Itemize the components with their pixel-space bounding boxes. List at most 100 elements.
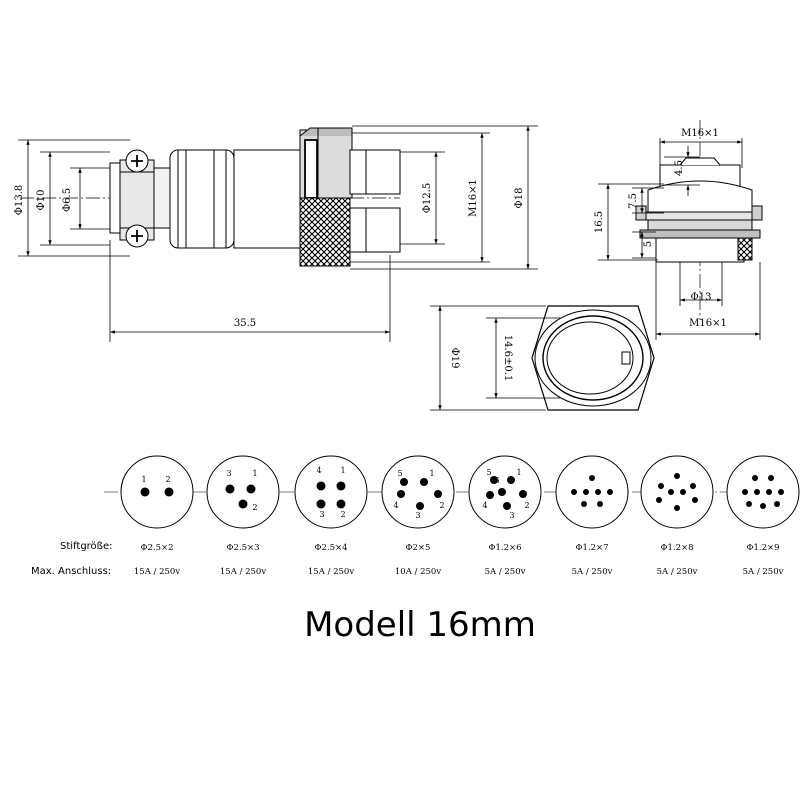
pin-number: 3 [509,511,514,520]
pin-dot [692,497,698,503]
pin-number: 5 [486,468,491,477]
pinout-outline [640,455,714,529]
pin-dot [595,489,601,495]
socket-front-dim-texts: Φ19 14.6±0.1 [449,335,513,382]
pin-dot [490,476,498,484]
pin-dot [778,489,784,495]
dim-d6-5: Φ6.5 [62,188,73,212]
pin-dot [164,487,174,497]
pin-dot [571,489,577,495]
dim-d10: Φ10 [36,190,47,211]
pin-dot [583,489,589,495]
dim-4-5: 4.5 [674,160,685,176]
pin-dot [416,502,424,510]
pin-dot [656,497,662,503]
pinout-outline [120,455,194,529]
pin-dot [766,489,772,495]
plug-dimensions [18,125,538,342]
pin-dot [507,476,515,484]
pin-size-value: Φ2.5×2 [140,543,174,553]
pin-dot [498,488,506,496]
rating-value: 5A / 250v [656,567,698,577]
pin-dot [607,489,613,495]
pin-dot [742,489,748,495]
pin-number: 3 [319,510,324,519]
pin-dot [658,483,664,489]
pin-dot [589,475,595,481]
pin-dot [581,501,587,507]
rating-value: 5A / 250v [484,567,526,577]
pin-dot [674,505,680,511]
pin-dot [746,501,752,507]
dim-d13-8: Φ13.8 [14,185,25,215]
pin-dot [400,478,408,486]
pin-size-value: Φ1.2×9 [746,543,780,553]
pin-dot [316,481,326,491]
pin-number: 1 [252,469,257,478]
pin-size-value: Φ1.2×7 [575,543,609,553]
pin-dot [336,481,346,491]
dim-m16-side: M16×1 [468,179,479,217]
dim-7-5: 7.5 [628,193,639,209]
pin-dot [768,475,774,481]
pin-dot [246,484,256,494]
pin-number: 1 [141,475,146,484]
pin-dot [674,473,680,479]
pin-dot [336,499,346,509]
pin-number: 1 [516,468,521,477]
pin-size-value: Φ2.5×4 [314,543,348,553]
pin-size-value: Φ1.2×6 [488,543,522,553]
socket-front-dimensions [430,305,560,411]
pinout-8-pin [640,455,714,529]
pin-size-value: Φ2×5 [405,543,431,553]
pinout-outline [294,455,368,529]
pin-dot [668,489,674,495]
pin-number: 6 [494,476,499,485]
dim-d13: Φ13 [691,292,712,303]
pin-size-value: Φ1.2×8 [660,543,694,553]
socket-front-view [531,305,655,411]
pin-dot [690,483,696,489]
pin-dot [434,490,442,498]
pin-dot [238,499,248,509]
socket-side-dimensions [598,138,761,340]
pin-dot [519,490,527,498]
socket-side-view [635,120,763,320]
pin-number: 5 [397,469,402,478]
pinout-outline [381,455,455,529]
socket-side-dim-texts: M16×1 4.5 7.5 16.5 5 Φ13 M16×1 [594,128,727,329]
rating-value: 15A / 250v [133,567,181,577]
rating-value: 15A / 250v [307,567,355,577]
pin-number: 2 [439,501,444,510]
pin-number: 2 [340,510,345,519]
dim-16-5: 16.5 [594,211,605,233]
pin-dot [140,487,150,497]
dim-m16-top: M16×1 [681,128,719,139]
pin-number: 4 [393,501,398,510]
pinout-outline [555,455,629,529]
pin-number: 4 [482,501,487,510]
pin-number: 1 [340,466,345,475]
page-title: Modell 16mm [304,605,536,645]
rating-value: 5A / 250v [742,567,784,577]
pin-dot [503,502,511,510]
rating-value: 15A / 250v [219,567,267,577]
plug-dim-texts: Φ13.8 Φ10 Φ6.5 35.5 Φ12.5 M16×1 Φ18 [14,179,525,329]
pin-size-value: Φ2.5×3 [226,543,260,553]
rating-value: 10A / 250v [394,567,442,577]
dim-5: 5 [643,241,654,247]
pin-dot [486,491,494,499]
pin-size-label: Stiftgröße: [60,541,113,552]
pin-dot [420,478,428,486]
pinout-outline [726,455,800,529]
max-rating-label: Max. Anschluss: [31,566,112,577]
dim-d18: Φ18 [514,188,525,209]
pin-dot [760,503,766,509]
